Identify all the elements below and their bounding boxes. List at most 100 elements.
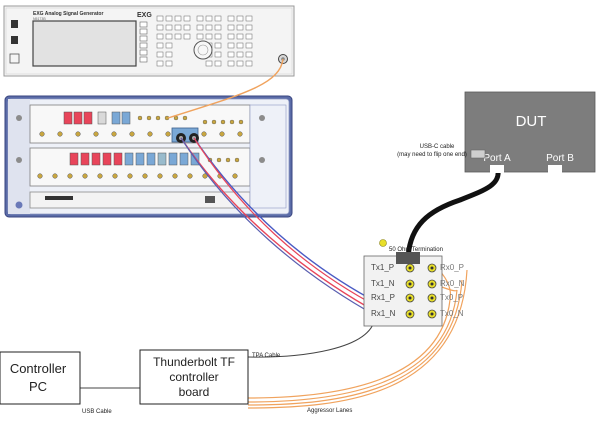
keypad-key — [245, 60, 253, 67]
port-b-notch — [548, 165, 562, 173]
keypad-key — [183, 24, 191, 31]
dut: DUT Port A Port B — [464, 91, 596, 173]
module-port-block — [124, 152, 134, 166]
keypad-key — [227, 42, 235, 49]
sma-connector — [97, 173, 103, 179]
keypad-key — [174, 33, 182, 40]
blue-coax-cable-sheath — [193, 137, 381, 309]
sma-connector — [142, 173, 148, 179]
signal-generator: EXG Analog Signal Generator N5173B EXG — [3, 5, 295, 77]
keypad-key — [183, 15, 191, 22]
tpa-cable — [247, 317, 376, 358]
test-instrument-chassis — [4, 95, 293, 218]
upper-module-connectors — [39, 111, 244, 137]
sma-connector — [129, 131, 135, 137]
generator-model: N5173B — [33, 17, 46, 21]
module-port-block — [111, 111, 121, 125]
sma-connector — [137, 115, 143, 121]
keypad-key — [156, 24, 164, 31]
sma-connector — [67, 173, 73, 179]
port-a-notch — [490, 165, 504, 173]
keypad-key — [214, 33, 222, 40]
module-port-block — [168, 152, 178, 166]
chassis-screw — [16, 115, 22, 121]
fixture-connectors — [405, 263, 437, 319]
sma-connector — [201, 131, 207, 137]
softkeys — [139, 21, 148, 63]
tpa-cable-label: TPA Cable — [252, 353, 281, 359]
keypad-key — [165, 24, 173, 31]
sma-connector — [237, 131, 243, 137]
keypad-key — [174, 15, 182, 22]
sma-connector — [75, 131, 81, 137]
aggressor-lane — [247, 279, 463, 406]
sma-connector — [225, 157, 231, 163]
keypad-key — [196, 15, 204, 22]
dut-title: DUT — [516, 113, 547, 130]
module-upper — [29, 104, 251, 144]
keypad-key — [165, 60, 173, 67]
fixture-label-left: Rx1_P — [371, 293, 395, 302]
module-port-block — [157, 152, 167, 166]
sma-connector — [202, 119, 208, 125]
power-button — [9, 53, 20, 64]
module-port-block — [73, 111, 83, 125]
module-port-block — [63, 111, 73, 125]
keypad-key — [205, 24, 213, 31]
controller-pc-label-2: PC — [29, 379, 47, 394]
keypad-key — [214, 51, 222, 58]
module-port-block — [69, 152, 79, 166]
fixture-label-right: Rx0_N — [440, 279, 465, 288]
keypad-key — [236, 33, 244, 40]
sma-connector — [127, 173, 133, 179]
tbt-board-label-3: board — [179, 385, 210, 399]
controller-pc-label: Controller — [10, 361, 67, 376]
keypad-key — [205, 33, 213, 40]
sma-connector — [229, 119, 235, 125]
sma-connector — [182, 115, 188, 121]
module-port-block — [102, 152, 112, 166]
keypad-key — [214, 24, 222, 31]
red-coax-cable — [180, 137, 381, 315]
fixture-label-right: Tx0_P — [440, 293, 463, 302]
module-port-block — [121, 111, 131, 125]
keypad-key — [236, 24, 244, 31]
keypad-key — [205, 60, 213, 67]
sma-connector — [165, 131, 171, 137]
sma-connector — [157, 173, 163, 179]
generator-button — [11, 36, 18, 44]
keypad-key — [156, 60, 164, 67]
sma-connector — [172, 173, 178, 179]
keypad-key — [165, 33, 173, 40]
sma-connector — [238, 119, 244, 125]
keypad-key — [165, 42, 173, 49]
fixture-label-left: Tx1_N — [371, 279, 395, 288]
keypad-key — [156, 15, 164, 22]
keypad-key — [156, 33, 164, 40]
sma-connector — [234, 157, 240, 163]
keypad-key — [183, 33, 191, 40]
rotary-knob — [193, 40, 213, 60]
keypad-key — [227, 33, 235, 40]
sma-connector — [93, 131, 99, 137]
sma-connector — [211, 119, 217, 125]
controller-pc: Controller PC — [0, 351, 81, 405]
keypad-key — [165, 51, 173, 58]
module-port-block — [179, 152, 189, 166]
keypad-key — [245, 33, 253, 40]
keypad-key — [156, 51, 164, 58]
sma-connector — [187, 173, 193, 179]
port-a-label: Port A — [483, 153, 511, 164]
termination-icon — [379, 239, 387, 247]
fixture-label-left: Rx1_N — [371, 309, 396, 318]
usb-c-cable — [405, 167, 501, 265]
generator-button — [11, 20, 18, 28]
keypad-key — [214, 60, 222, 67]
usb-c-cable-note: (may need to flip one end) — [397, 152, 467, 158]
keypad-key — [245, 15, 253, 22]
keypad-key — [196, 24, 204, 31]
generator-title: EXG Analog Signal Generator — [33, 11, 103, 17]
usb-c-plug — [470, 149, 486, 159]
